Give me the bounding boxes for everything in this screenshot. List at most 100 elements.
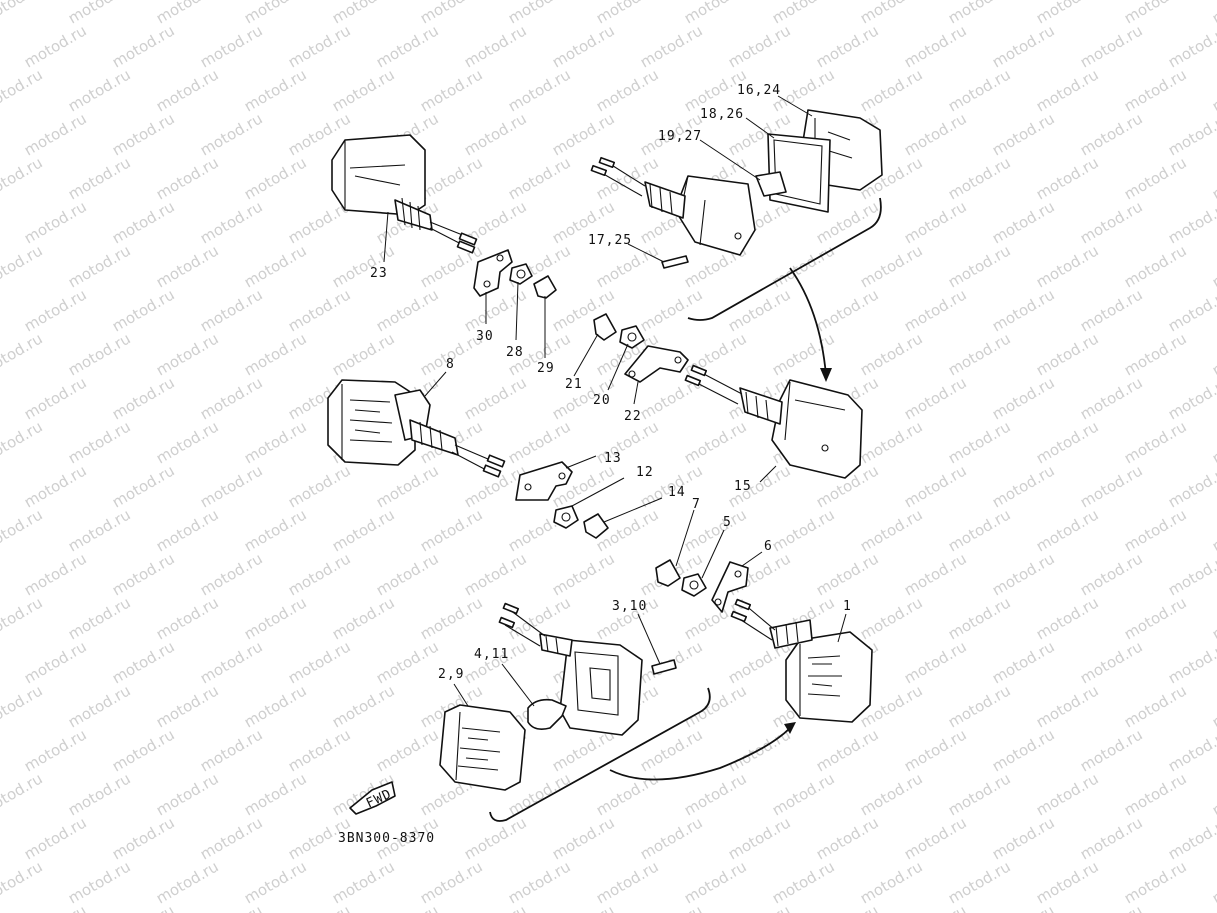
- watermark-text: motod.ru: [1165, 549, 1217, 599]
- arrow-top-to-middle: [789, 267, 832, 382]
- watermark-text: motod.ru: [417, 0, 486, 27]
- watermark-text: motod.ru: [373, 21, 442, 71]
- watermark-text: motod.ru: [329, 857, 398, 907]
- watermark-text: motod.ru: [1121, 0, 1190, 27]
- watermark-text: motod.ru: [989, 813, 1058, 863]
- watermark-text: motod.ru: [65, 593, 134, 643]
- watermark-text: motod.ru: [637, 901, 706, 913]
- watermark-text: motod.ru: [1121, 329, 1190, 379]
- bracket-22: [624, 345, 689, 383]
- watermark-text: motod.ru: [989, 109, 1058, 159]
- watermark-text: motod.ru: [945, 241, 1014, 291]
- watermark-text: motod.ru: [0, 197, 2, 247]
- watermark-text: motod.ru: [241, 65, 310, 115]
- watermark-text: motod.ru: [549, 901, 618, 913]
- watermark-text: motod.ru: [0, 593, 46, 643]
- watermark-text: motod.ru: [637, 21, 706, 71]
- watermark-text: motod.ru: [461, 285, 530, 335]
- watermark-text: motod.ru: [1165, 725, 1217, 775]
- watermark-text: motod.ru: [945, 681, 1014, 731]
- watermark-text: motod.ru: [285, 637, 354, 687]
- watermark-text: motod.ru: [681, 681, 750, 731]
- watermark-text: motod.ru: [109, 901, 178, 913]
- watermark-text: motod.ru: [329, 65, 398, 115]
- watermark-text: motod.ru: [989, 21, 1058, 71]
- watermark-text: motod.ru: [0, 725, 2, 775]
- watermark-text: motod.ru: [0, 813, 2, 863]
- watermark-text: motod.ru: [109, 109, 178, 159]
- fwd-arrow-icon: FWD: [349, 781, 396, 815]
- watermark-text: motod.ru: [1209, 417, 1217, 467]
- watermark-text: motod.ru: [0, 109, 2, 159]
- cap-29: [533, 275, 557, 299]
- watermark-text: motod.ru: [109, 461, 178, 511]
- watermark-text: motod.ru: [21, 197, 90, 247]
- watermark-text: motod.ru: [285, 21, 354, 71]
- watermark-text: motod.ru: [329, 0, 398, 27]
- callout-7: 7: [692, 497, 701, 512]
- watermark-text: motod.ru: [241, 241, 310, 291]
- watermark-text: motod.ru: [65, 0, 134, 27]
- watermark-text: motod.ru: [197, 461, 266, 511]
- watermark-text: motod.ru: [153, 681, 222, 731]
- watermark-text: motod.ru: [857, 505, 926, 555]
- watermark-text: motod.ru: [945, 857, 1014, 907]
- watermark-text: motod.ru: [1077, 461, 1146, 511]
- watermark-text: motod.ru: [461, 549, 530, 599]
- callout-30: 30: [476, 329, 494, 344]
- group-bracket-top: [687, 197, 882, 321]
- watermark-text: motod.ru: [1165, 373, 1217, 423]
- watermark-text: motod.ru: [1033, 153, 1102, 203]
- watermark-text: motod.ru: [373, 637, 442, 687]
- watermark-text: motod.ru: [285, 901, 354, 913]
- watermark-text: motod.ru: [593, 241, 662, 291]
- watermark-text: motod.ru: [0, 769, 46, 819]
- watermark-text: motod.ru: [1077, 373, 1146, 423]
- watermark-text: motod.ru: [65, 505, 134, 555]
- callout-8: 8: [446, 357, 455, 372]
- watermark-text: motod.ru: [1209, 593, 1217, 643]
- watermark-text: motod.ru: [989, 461, 1058, 511]
- watermark-text: motod.ru: [197, 109, 266, 159]
- watermark-text: motod.ru: [1209, 769, 1217, 819]
- watermark-text: motod.ru: [1209, 857, 1217, 907]
- watermark-text: motod.ru: [1033, 769, 1102, 819]
- watermark-text: motod.ru: [21, 637, 90, 687]
- callout-5: 5: [723, 515, 732, 530]
- watermark-text: motod.ru: [945, 417, 1014, 467]
- watermark-text: motod.ru: [417, 593, 486, 643]
- watermark-text: motod.ru: [0, 637, 2, 687]
- watermark-text: motod.ru: [417, 857, 486, 907]
- flasher-assembly-front-left: [327, 379, 506, 478]
- watermark-text: motod.ru: [1209, 153, 1217, 203]
- watermark-text: motod.ru: [1077, 109, 1146, 159]
- watermark-text: motod.ru: [637, 725, 706, 775]
- watermark-text: motod.ru: [857, 593, 926, 643]
- watermark-text: motod.ru: [109, 637, 178, 687]
- watermark-text: motod.ru: [153, 593, 222, 643]
- callout-20: 20: [593, 393, 611, 408]
- watermark-text: motod.ru: [1121, 769, 1190, 819]
- watermark-text: motod.ru: [901, 197, 970, 247]
- watermark-text: motod.ru: [285, 285, 354, 335]
- callout-13: 13: [604, 451, 622, 466]
- watermark-text: motod.ru: [461, 637, 530, 687]
- watermark-text: motod.ru: [197, 21, 266, 71]
- watermark-text: motod.ru: [769, 769, 838, 819]
- callout-22: 22: [624, 409, 642, 424]
- flasher-assembly-lower-left-exploded: [439, 602, 677, 791]
- watermark-text: motod.ru: [637, 813, 706, 863]
- watermark-text: motod.ru: [505, 417, 574, 467]
- watermark-text: motod.ru: [0, 285, 2, 335]
- watermark-text: motod.ru: [901, 549, 970, 599]
- watermark-text: motod.ru: [285, 549, 354, 599]
- watermark-text: motod.ru: [989, 373, 1058, 423]
- watermark-text: motod.ru: [857, 417, 926, 467]
- watermark-text: motod.ru: [857, 329, 926, 379]
- callout-12: 12: [636, 465, 654, 480]
- watermark-text: motod.ru: [0, 153, 46, 203]
- watermark-text: motod.ru: [813, 21, 882, 71]
- watermark-text: motod.ru: [1033, 857, 1102, 907]
- watermark-text: motod.ru: [945, 0, 1014, 27]
- watermark-text: motod.ru: [989, 637, 1058, 687]
